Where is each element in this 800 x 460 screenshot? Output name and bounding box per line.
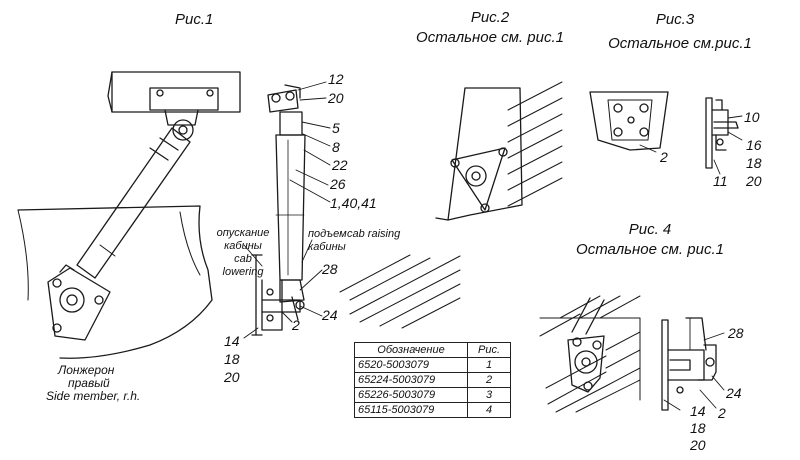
side-member-label-ru-2: правый: [68, 376, 110, 390]
fig3-callout-2: 2: [660, 149, 668, 165]
callout-24: 24: [322, 307, 338, 323]
callout-20: 20: [328, 90, 344, 106]
designation-table: Обозначение Рис. 6520-5003079 1 65224-50…: [354, 342, 511, 418]
center-leaders: [243, 81, 331, 339]
table-header-designation: Обозначение: [354, 342, 468, 358]
fig3-callout-18: 18: [746, 155, 762, 171]
fig2-note: Остальное см. рис.1: [416, 29, 564, 46]
fig4-callout-14: 14: [690, 403, 706, 419]
callout-26: 26: [330, 176, 346, 192]
fig3-title: Рис.3: [655, 11, 695, 28]
fig4-callout-18: 18: [690, 420, 706, 436]
side-member-label-en: Side member, r.h.: [46, 389, 141, 403]
table-cell-designation: 65224-5003079: [354, 372, 468, 388]
center-cylinder: [251, 84, 306, 336]
raising-label-ru-2: кабины: [308, 241, 346, 253]
fig4-hatching: [539, 295, 641, 413]
lowering-label-ru-2: кабины: [224, 240, 262, 252]
lowering-label-ru-1: опускание: [216, 227, 270, 239]
callout-28: 28: [322, 261, 338, 277]
fig1-title: Рис.1: [175, 11, 214, 28]
raising-label-en: cab raising: [347, 228, 401, 240]
fig1-cylinder: [76, 127, 191, 279]
fig1-side-member: [17, 205, 213, 359]
lowering-label-en-1: cab: [234, 253, 252, 265]
fig4-callout-24: 24: [726, 385, 742, 401]
table-header-figure: Рис.: [467, 342, 511, 358]
fig4-bracket: [567, 297, 605, 393]
fig2-title: Рис.2: [470, 9, 510, 26]
fig3-side-view: [705, 97, 743, 175]
table-header-row: Обозначение Рис.: [354, 342, 511, 358]
fig4-callout-20: 20: [690, 437, 706, 453]
callout-5: 5: [332, 120, 340, 136]
fig3-note: Остальное см.рис.1: [608, 35, 752, 52]
fig1-lower-bracket: [47, 264, 111, 341]
fig4-callout-28: 28: [728, 325, 744, 341]
fig4-callout-2: 2: [718, 405, 726, 421]
table-cell-designation: 6520-5003079: [354, 357, 468, 373]
callout-12: 12: [328, 71, 344, 87]
table-cell-figure: 2: [467, 372, 511, 388]
fig3-callout-10: 10: [744, 109, 760, 125]
callout-14: 14: [224, 333, 240, 349]
table-row: 65115-5003079 4: [354, 402, 511, 418]
callout-20-lower: 20: [224, 369, 240, 385]
lowering-label-en-2: lowering: [222, 266, 264, 278]
table-cell-figure: 4: [467, 402, 511, 418]
callout-8: 8: [332, 139, 340, 155]
fig3-callout-20: 20: [746, 173, 762, 189]
table-cell-designation: 65115-5003079: [354, 402, 468, 418]
callout-2: 2: [292, 317, 300, 333]
fig4-note: Остальное см. рис.1: [576, 241, 724, 258]
fig4-title: Рис. 4: [628, 221, 672, 238]
table-row: 6520-5003079 1: [354, 357, 511, 373]
fig3-callout-11: 11: [713, 173, 728, 189]
table-row: 65224-5003079 2: [354, 372, 511, 388]
fig1-upper-bracket: [107, 71, 241, 141]
fig4-side-view: [661, 317, 725, 411]
raising-label-ru-1: подъем: [308, 228, 347, 240]
fig3-plate: [589, 91, 669, 153]
table-row: 65226-5003079 3: [354, 387, 511, 403]
fig3-callout-16: 16: [746, 137, 762, 153]
side-member-label-ru-1: Лонжерон: [58, 363, 115, 377]
callout-22: 22: [332, 157, 348, 173]
callout-1-40-41: 1,40,41: [330, 195, 377, 211]
fig2-bracket-plate: [435, 87, 523, 221]
fig2-hatching: [339, 81, 563, 329]
table-cell-figure: 3: [467, 387, 511, 403]
table-cell-figure: 1: [467, 357, 511, 373]
table-cell-designation: 65226-5003079: [354, 387, 468, 403]
callout-18: 18: [224, 351, 240, 367]
